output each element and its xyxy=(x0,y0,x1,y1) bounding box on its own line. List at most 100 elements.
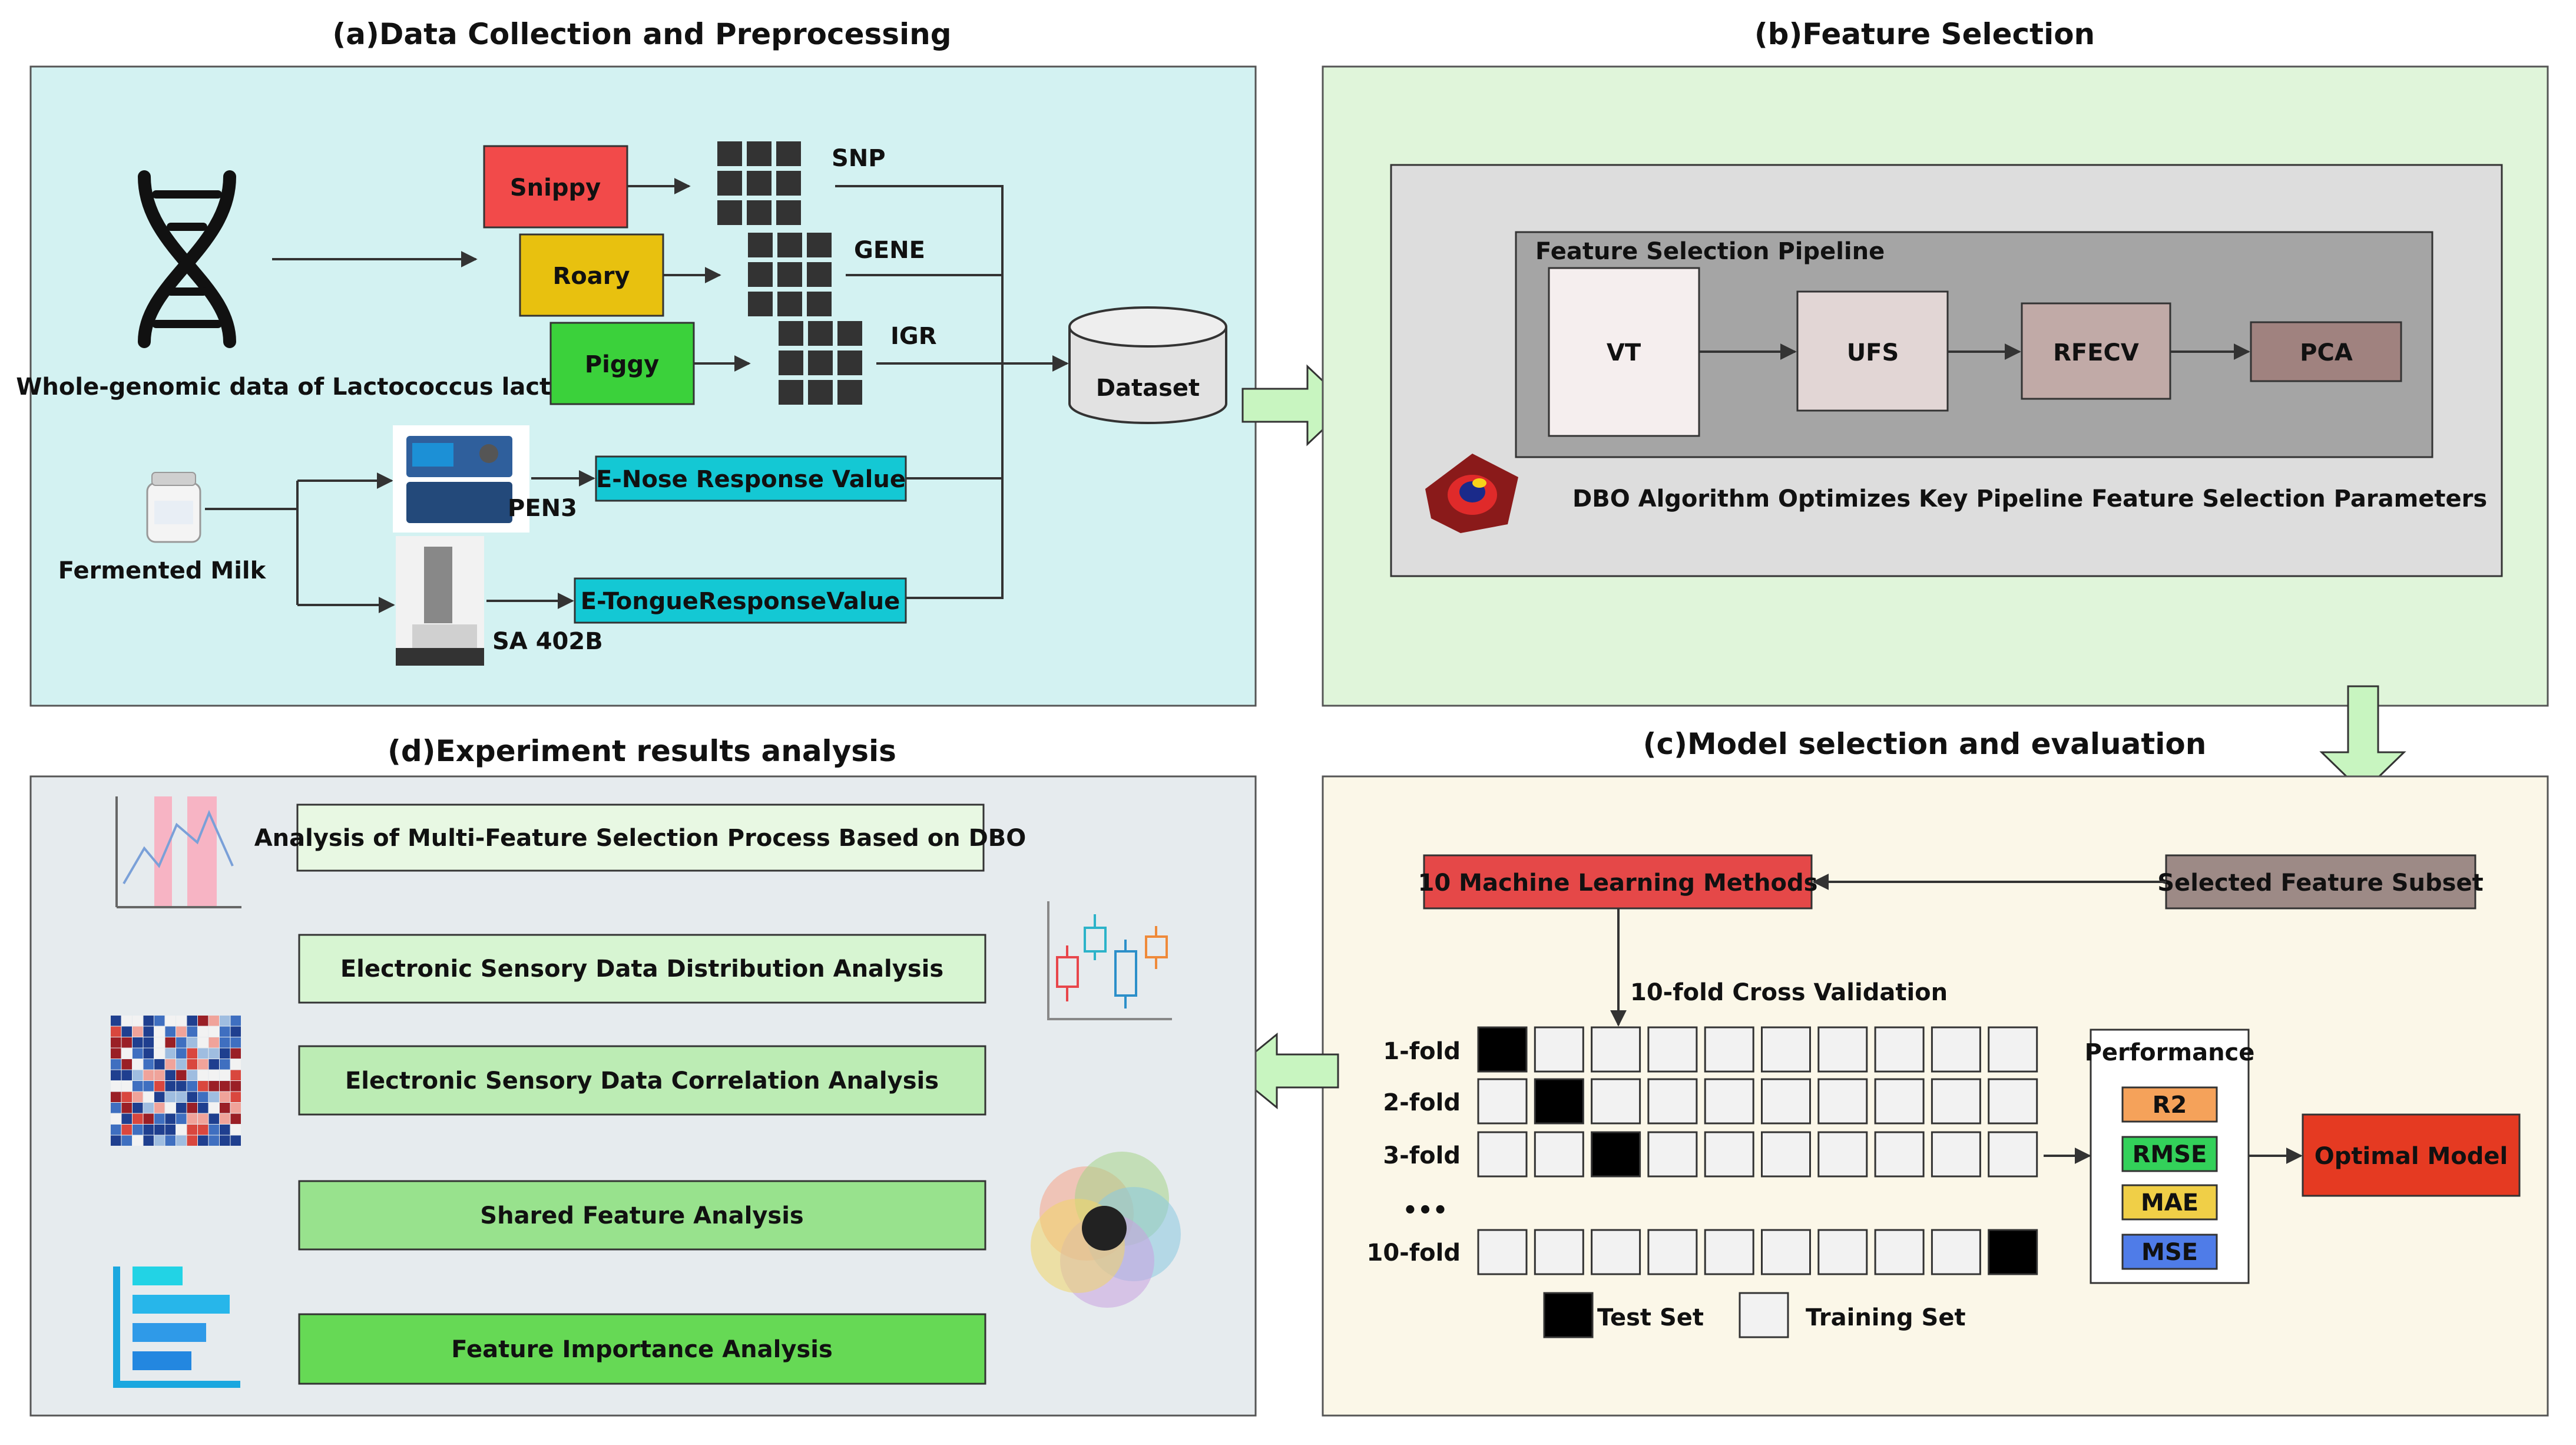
fold-ellipsis: ••• xyxy=(1403,1197,1448,1224)
step-rfecv-label: RFECV xyxy=(2053,339,2139,366)
training-set-cell xyxy=(1761,1026,1811,1073)
training-set-cell xyxy=(1477,1078,1528,1125)
panel-b-title: (b)Feature Selection xyxy=(1754,17,2095,51)
training-set-cell xyxy=(1874,1078,1925,1125)
step-pca-label: PCA xyxy=(2300,339,2353,366)
training-set-cell xyxy=(1817,1026,1868,1073)
piggy-box xyxy=(549,322,695,405)
training-set-cell xyxy=(1534,1229,1584,1275)
training-set-cell xyxy=(1647,1229,1698,1275)
training-set-cell xyxy=(1591,1078,1641,1125)
fermented-milk-icon xyxy=(146,472,201,543)
training-set-cell xyxy=(1477,1229,1528,1275)
training-set-cell xyxy=(1704,1229,1754,1275)
training-set-cell xyxy=(1591,1026,1641,1073)
metric-r2: R2 xyxy=(2153,1092,2187,1119)
analysis-5-label: Feature Importance Analysis xyxy=(451,1336,833,1363)
roary-box xyxy=(519,233,664,317)
snippy-box xyxy=(483,145,628,229)
training-set-cell xyxy=(1534,1131,1584,1178)
training-set-cell xyxy=(1931,1131,1981,1178)
analysis-4-label: Shared Feature Analysis xyxy=(480,1202,803,1229)
analysis-4-box xyxy=(298,1180,986,1251)
venn-diagram-thumbnail-icon xyxy=(1031,1152,1181,1308)
igr-label: IGR xyxy=(890,323,937,350)
training-set-cell xyxy=(1988,1078,2038,1125)
metric-mae: MAE xyxy=(2141,1189,2198,1216)
training-set-cell xyxy=(1931,1229,1981,1275)
legend-train-swatch xyxy=(1739,1292,1789,1338)
training-set-cell xyxy=(1817,1229,1868,1275)
enose-box xyxy=(595,455,907,502)
dbo-caption: DBO Algorithm Optimizes Key Pipeline Fea… xyxy=(1572,485,2487,512)
legend-train-label: Training Set xyxy=(1806,1304,1966,1331)
igr-matrix-icon xyxy=(779,321,862,405)
piggy-label: Piggy xyxy=(585,351,659,378)
enose-label: E-Nose Response Value xyxy=(596,466,906,493)
training-set-cell xyxy=(1534,1026,1584,1073)
metric-mse: MSE xyxy=(2141,1239,2198,1266)
metric-mae-box xyxy=(2121,1184,2218,1221)
training-set-cell xyxy=(1647,1026,1698,1073)
analysis-3-box xyxy=(298,1045,986,1116)
step-rfecv-box xyxy=(2021,302,2171,400)
snp-label: SNP xyxy=(832,145,886,172)
training-set-cell xyxy=(1931,1078,1981,1125)
training-set-cell xyxy=(1988,1131,2038,1178)
fold-10-label: 10-fold xyxy=(1367,1239,1461,1267)
step-vt-label: VT xyxy=(1607,339,1641,366)
optimal-model-box xyxy=(2302,1113,2521,1197)
feature-subset-label: Selected Feature Subset xyxy=(2157,869,2483,897)
test-set-cell xyxy=(1988,1229,2038,1275)
training-set-cell xyxy=(1874,1131,1925,1178)
fold-2-label: 2-fold xyxy=(1383,1089,1461,1116)
metric-r2-box xyxy=(2121,1086,2218,1123)
training-set-cell xyxy=(1647,1078,1698,1125)
pen3-label: PEN3 xyxy=(508,495,577,522)
dataset-label: Dataset xyxy=(1096,375,1200,402)
training-set-cell xyxy=(1817,1131,1868,1178)
feature-subset-box xyxy=(2165,854,2476,910)
training-set-cell xyxy=(1988,1026,2038,1073)
metric-rmse: RMSE xyxy=(2133,1141,2207,1168)
analysis-1-label: Analysis of Multi-Feature Selection Proc… xyxy=(254,825,1027,852)
training-set-cell xyxy=(1591,1229,1641,1275)
training-set-cell xyxy=(1874,1229,1925,1275)
roary-label: Roary xyxy=(552,263,630,290)
analysis-2-label: Electronic Sensory Data Distribution Ana… xyxy=(340,955,943,983)
boxplot-thumbnail-icon xyxy=(1047,901,1172,1020)
analysis-2-box xyxy=(298,934,986,1004)
fold-3-label: 3-fold xyxy=(1383,1142,1461,1169)
etongue-label: E-TongueResponseValue xyxy=(581,588,900,615)
training-set-cell xyxy=(1761,1078,1811,1125)
dataset-cylinder-icon xyxy=(1068,306,1227,424)
dna-icon xyxy=(138,170,236,348)
milk-label: Fermented Milk xyxy=(58,557,267,584)
genome-label: Whole-genomic data of Lactococcus lactis xyxy=(16,373,572,401)
training-set-cell xyxy=(1761,1229,1811,1275)
sa402b-device-icon xyxy=(396,536,484,666)
panel-c-title: (c)Model selection and evaluation xyxy=(1643,727,2207,761)
legend-test-swatch xyxy=(1543,1292,1594,1338)
cv-fold-grid xyxy=(1477,1026,2038,1275)
analysis-3-label: Electronic Sensory Data Correlation Anal… xyxy=(345,1067,939,1095)
metric-rmse-box xyxy=(2121,1136,2218,1172)
dbo-beetle-icon xyxy=(1425,454,1518,533)
training-set-cell xyxy=(1704,1131,1754,1178)
test-set-cell xyxy=(1477,1026,1528,1073)
step-vt-box xyxy=(1548,267,1700,437)
gene-label: GENE xyxy=(854,237,925,264)
bar-chart-thumbnail-icon xyxy=(113,1267,240,1388)
pipeline-title: Feature Selection Pipeline xyxy=(1535,238,1885,265)
training-set-cell xyxy=(1704,1078,1754,1125)
snippy-label: Snippy xyxy=(510,174,601,201)
test-set-cell xyxy=(1534,1078,1584,1125)
ml-methods-label: 10 Machine Learning Methods xyxy=(1418,869,1818,897)
training-set-cell xyxy=(1931,1026,1981,1073)
etongue-box xyxy=(574,577,907,624)
fold-1-label: 1-fold xyxy=(1383,1038,1461,1065)
ml-methods-box xyxy=(1423,854,1813,910)
step-pca-box xyxy=(2250,321,2402,382)
performance-title: Performance xyxy=(2085,1039,2255,1066)
step-ufs-label: UFS xyxy=(1847,339,1899,366)
